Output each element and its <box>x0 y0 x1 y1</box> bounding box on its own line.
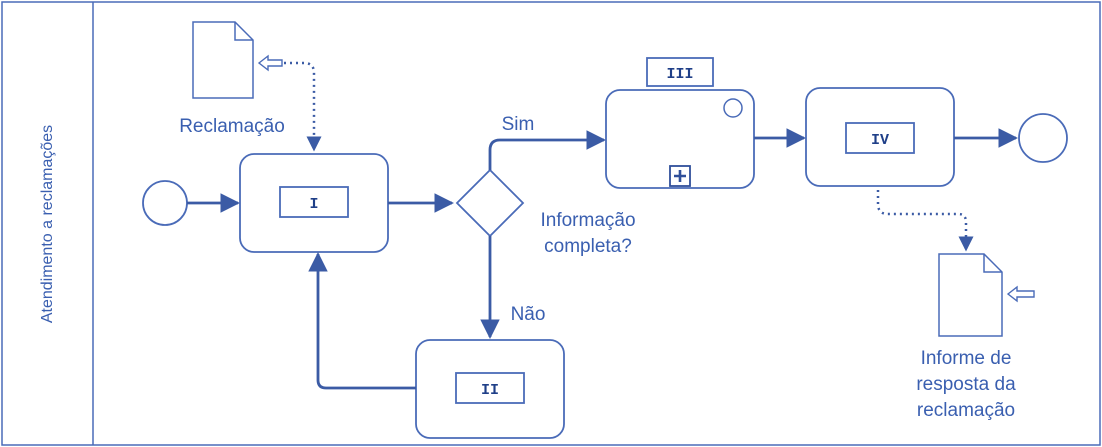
task-ii-label: II <box>481 382 499 399</box>
flow-gateway-to-iii <box>488 130 606 170</box>
gateway-question-line2: completa? <box>544 236 632 257</box>
output-data-label-line2: resposta da <box>916 374 1016 395</box>
input-data-label: Reclamação <box>179 116 285 137</box>
association-input <box>284 61 322 152</box>
output-data-label-line3: reclamação <box>917 400 1015 421</box>
output-data-label-line1: Informe de <box>921 348 1012 369</box>
task-iii[interactable] <box>605 89 755 189</box>
no-label: Não <box>511 304 546 325</box>
output-data-object[interactable] <box>938 253 1035 337</box>
boundary-event-icon <box>723 98 743 118</box>
task-iii-label: III <box>666 66 693 83</box>
task-ii[interactable] <box>415 339 565 439</box>
task-iii-label-box <box>646 57 714 87</box>
task-iv-label: IV <box>871 132 889 149</box>
output-arrow-icon <box>1006 285 1035 303</box>
start-event[interactable] <box>142 180 188 226</box>
input-arrow-icon <box>257 54 283 72</box>
lane-label: Atendimento a reclamações <box>39 125 56 323</box>
input-data-object[interactable] <box>192 21 283 99</box>
end-event[interactable] <box>1018 113 1068 163</box>
flow-ii-to-i <box>308 252 416 390</box>
gateway-diamond[interactable] <box>455 168 525 238</box>
gateway-question-line1: Informação <box>540 210 635 231</box>
association-output <box>876 190 974 252</box>
yes-label: Sim <box>502 114 535 135</box>
task-i-label: I <box>309 196 318 213</box>
